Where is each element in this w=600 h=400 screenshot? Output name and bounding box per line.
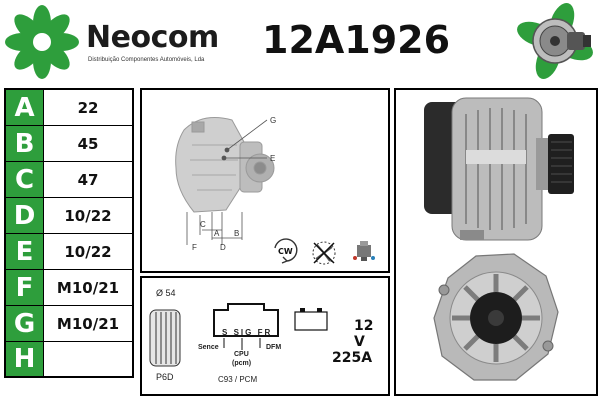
- spec-key: A: [6, 90, 44, 125]
- spec-key: H: [6, 342, 44, 376]
- label-d: D: [220, 243, 226, 252]
- spec-key: G: [6, 306, 44, 341]
- label-g: G: [270, 116, 276, 125]
- spec-value: M10/21: [56, 278, 120, 297]
- spec-row-c: C 47: [6, 162, 132, 198]
- spec-value: 22: [77, 98, 99, 117]
- pulley-icon: [149, 309, 181, 367]
- neocom-logo-icon: [5, 5, 79, 79]
- voltage: 12 V: [354, 318, 374, 350]
- label-e: E: [270, 154, 275, 163]
- spec-value: 10/22: [64, 206, 112, 225]
- pin-s: S: [222, 328, 230, 337]
- alternator-thumbnail-icon: [517, 3, 593, 79]
- spec-value: M10/21: [56, 314, 120, 333]
- spec-key: F: [6, 270, 44, 305]
- cw-rotation-icon: CW: [274, 238, 298, 264]
- photo-area: [424, 97, 574, 381]
- spec-row-b: B 45: [6, 126, 132, 162]
- product-photos: [394, 88, 598, 396]
- pin-leads: [223, 338, 261, 350]
- pcm-label: (pcm): [232, 360, 252, 367]
- spec-value: 45: [77, 134, 99, 153]
- label-b: B: [234, 229, 239, 238]
- brand-name: Neocom: [86, 20, 219, 55]
- spec-value: 10/22: [64, 242, 112, 261]
- sence-label: Sence: [198, 344, 219, 351]
- amperage: 225A: [332, 350, 373, 366]
- pin-sig: SIG: [233, 328, 254, 337]
- alternator-front-photo: [433, 253, 559, 381]
- cpu-label: CPU: [234, 351, 249, 358]
- label-f: F: [192, 243, 197, 252]
- spec-row-f: F M10/21: [6, 270, 132, 306]
- spec-row-a: A 22: [6, 90, 132, 126]
- dimension-diagram: G E C A B F D CW: [140, 88, 390, 273]
- spec-table: A 22 B 45 C 47 D 10/22 E 10/22 F M10/21 …: [4, 88, 134, 378]
- spec-key: D: [6, 198, 44, 233]
- battery-icon: [294, 308, 328, 331]
- plug-pins: S SIG FR: [222, 328, 272, 337]
- label-c: C: [200, 220, 206, 229]
- spec-key: C: [6, 162, 44, 197]
- spec-value: 47: [77, 170, 99, 189]
- spec-row-g: G M10/21: [6, 306, 132, 342]
- rotation-label: CW: [278, 247, 293, 256]
- pin-fr: FR: [257, 328, 273, 337]
- alternator-sketch: G E C A B F D CW: [175, 116, 375, 265]
- part-number: 12A1926: [262, 18, 451, 62]
- spec-row-h: H: [6, 342, 132, 376]
- alternator-side-photo: [424, 97, 574, 241]
- spec-key: E: [6, 234, 44, 269]
- connector-icon: [353, 241, 375, 261]
- connector-info: Ø 54 P6D S SIG FR Sence DFM CPU (pcm) C9…: [140, 276, 390, 396]
- dfm-label: DFM: [266, 344, 282, 351]
- spec-row-e: E 10/22: [6, 234, 132, 270]
- connector-code: C93 / PCM: [218, 375, 258, 384]
- pulley-type: P6D: [156, 372, 174, 382]
- spec-row-d: D 10/22: [6, 198, 132, 234]
- no-fan-icon: [312, 241, 336, 265]
- brand-tagline: Distribuição Componentes Automóveis, Lda: [88, 57, 205, 63]
- plug-icon: [213, 303, 279, 337]
- spec-value: [44, 342, 132, 376]
- spec-key: B: [6, 126, 44, 161]
- pulley-diameter: Ø 54: [156, 288, 176, 298]
- label-a: A: [214, 229, 220, 238]
